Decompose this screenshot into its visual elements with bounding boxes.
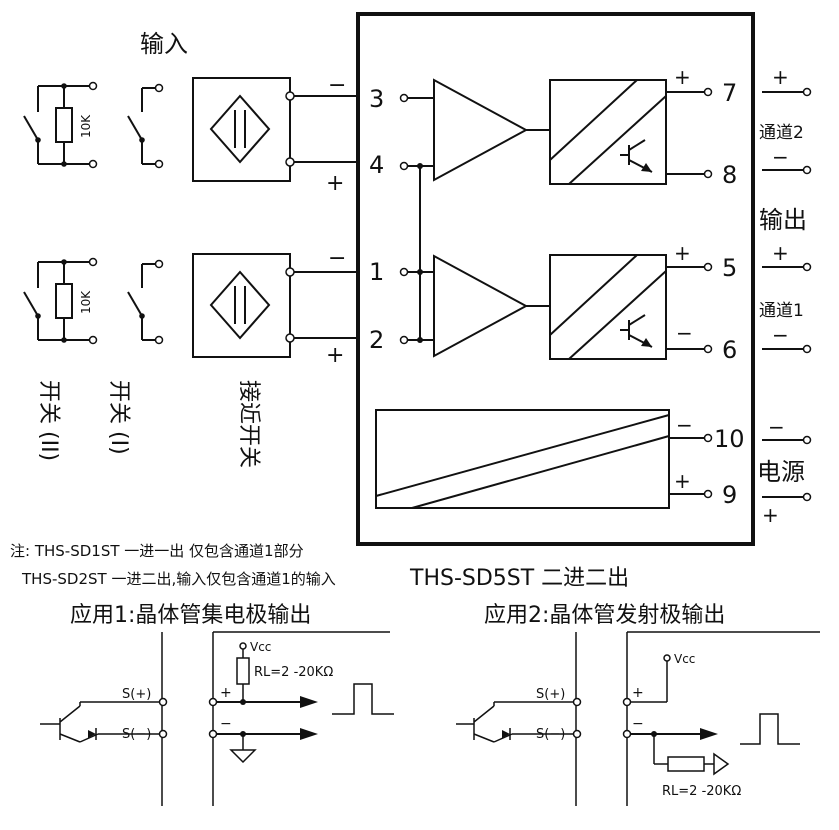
proximity-sensor-lower xyxy=(192,253,291,358)
proximity-label: 接近开关 xyxy=(236,380,261,468)
terminal-node-6 xyxy=(703,344,713,354)
note-line-1: 注: THS-SD1ST 一进一出 仅包含通道1部分 xyxy=(10,542,304,560)
terminal-node-8 xyxy=(703,169,713,179)
resistor-value: 10K xyxy=(79,290,93,314)
model-title: THS-SD5ST 二进二出 xyxy=(409,566,629,591)
switch-ii-label: 开关 (II) xyxy=(36,380,61,461)
channel1-label: 通道1 xyxy=(759,301,804,321)
app2-vcc: Vcc xyxy=(674,652,695,666)
terminal-node-10 xyxy=(703,433,713,443)
terminal-node-7 xyxy=(703,87,713,97)
polarity-plus: + xyxy=(674,241,691,265)
polarity-plus: + xyxy=(674,65,691,89)
switch-i-lower xyxy=(127,259,164,345)
terminal-2: 2 xyxy=(369,326,384,354)
sensor-node xyxy=(285,91,295,101)
app2-rl: RL=2 -20KΩ xyxy=(662,784,741,799)
switch-ii-lower xyxy=(23,257,98,345)
app2-s-minus: S(−) xyxy=(536,727,565,742)
polarity-minus: − xyxy=(676,413,693,437)
switch-i-upper xyxy=(127,83,164,169)
app1-s-minus: S(−) xyxy=(122,727,151,742)
terminal-node-9 xyxy=(703,489,713,499)
terminal-9: 9 xyxy=(722,481,737,509)
app2-plus: + xyxy=(632,685,644,701)
amplifier-lower xyxy=(433,254,529,358)
polarity-minus: − xyxy=(328,246,346,271)
app2-minus: − xyxy=(632,716,644,732)
terminal-node-1 xyxy=(399,267,409,277)
app2-title: 应用2:晶体管发射极输出 xyxy=(484,603,725,628)
sensor-node xyxy=(285,267,295,277)
output-stage-upper xyxy=(549,79,667,185)
polarity-plus: + xyxy=(772,241,789,265)
terminal-5: 5 xyxy=(722,254,737,282)
polarity-minus: − xyxy=(772,145,789,169)
sensor-node xyxy=(285,157,295,167)
app1-rl: RL=2 -20KΩ xyxy=(254,665,333,680)
module-box xyxy=(356,12,755,546)
terminal-3: 3 xyxy=(369,85,384,113)
amplifier-upper xyxy=(433,78,529,182)
polarity-minus: − xyxy=(676,321,693,345)
app2-pulse xyxy=(740,713,800,745)
power-stage xyxy=(375,409,670,509)
terminal-node-2 xyxy=(399,335,409,345)
terminal-6: 6 xyxy=(722,336,737,364)
app1-vcc: Vcc xyxy=(250,640,271,654)
polarity-plus: + xyxy=(326,171,344,196)
polarity-plus: + xyxy=(674,469,691,493)
sensor-node xyxy=(285,333,295,343)
polarity-minus: − xyxy=(772,323,789,347)
terminal-node-5 xyxy=(703,262,713,272)
terminal-8: 8 xyxy=(722,161,737,189)
terminal-node-4 xyxy=(399,161,409,171)
channel2-label: 通道2 xyxy=(759,123,804,143)
app1-title: 应用1:晶体管集电极输出 xyxy=(70,603,311,628)
polarity-plus: + xyxy=(772,65,789,89)
polarity-minus: − xyxy=(328,73,346,98)
app1-minus: − xyxy=(220,716,232,732)
polarity-minus: − xyxy=(768,415,785,439)
terminal-7: 7 xyxy=(722,79,737,107)
polarity-plus: + xyxy=(762,503,779,527)
app2-s-plus: S(+) xyxy=(536,687,565,702)
input-title: 输入 xyxy=(140,30,188,58)
app1-s-plus: S(+) xyxy=(122,687,151,702)
note-line-2: THS-SD2ST 一进二出,输入仅包含通道1的输入 xyxy=(21,570,336,588)
resistor-value: 10K xyxy=(79,114,93,138)
switch-i-label: 开关 (I) xyxy=(106,380,131,455)
app1-plus: + xyxy=(220,685,232,701)
app1-pulse xyxy=(332,683,394,715)
output-title: 输出 xyxy=(759,206,807,234)
output-stage-lower xyxy=(549,254,667,360)
terminal-1: 1 xyxy=(369,258,384,286)
power-label: 电源 xyxy=(757,458,805,486)
terminal-10: 10 xyxy=(714,425,745,453)
switch-ii-upper xyxy=(23,81,98,169)
polarity-plus: + xyxy=(326,343,344,368)
terminal-node-3 xyxy=(399,93,409,103)
proximity-sensor-upper xyxy=(192,77,291,182)
terminal-4: 4 xyxy=(369,151,384,179)
